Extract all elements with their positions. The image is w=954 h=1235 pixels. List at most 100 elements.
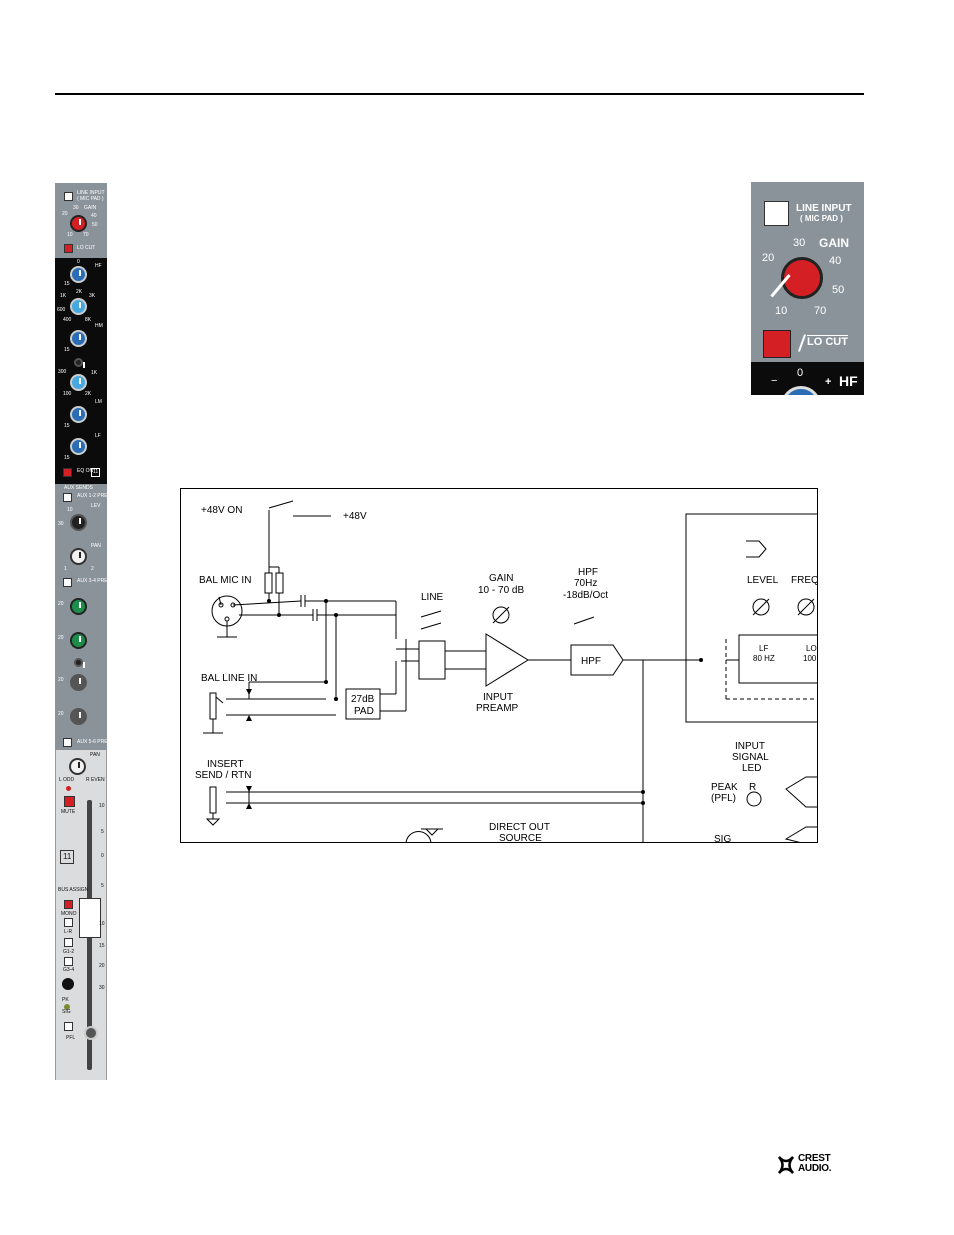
gain-70: 70 xyxy=(83,232,89,238)
hf-label: HF xyxy=(839,373,858,389)
sig-label: SIG xyxy=(714,834,731,843)
aux3-20: 20 xyxy=(58,601,64,607)
phantom-on-label: +48V ON xyxy=(201,505,242,516)
aux-pan-2: 2 xyxy=(91,566,94,572)
gain-50: 50 xyxy=(92,222,98,228)
crest-audio-mark-icon xyxy=(778,1156,794,1174)
line-input-label: LINE INPUT xyxy=(796,203,852,214)
lr-label: L-R xyxy=(64,929,73,935)
lo-cut-button xyxy=(64,244,73,253)
aux12-pre-button xyxy=(63,493,72,502)
gain-label: GAIN xyxy=(489,573,513,584)
pk-label: PK xyxy=(62,997,69,1003)
mono-button xyxy=(64,918,73,927)
aux4-20: 20 xyxy=(58,635,64,641)
eq-lf-freq: 80 HZ xyxy=(753,654,775,663)
hf-zero: 0 xyxy=(797,367,804,379)
fader-channel-number: 11 xyxy=(60,850,75,864)
lo-cut-label: LO CUT xyxy=(807,336,848,348)
aux5-20: 20 xyxy=(58,677,64,683)
fader-scale-0: 0 xyxy=(101,853,104,859)
hf-plus: + xyxy=(825,376,832,388)
gain-label: GAIN xyxy=(84,205,97,211)
aux56-pre-button xyxy=(63,738,72,747)
aux-sends-label: AUX SENDS xyxy=(64,485,93,491)
lo-cut-slash-icon xyxy=(797,334,807,352)
aux3-knob xyxy=(70,598,87,615)
aux6-20: 20 xyxy=(58,711,64,717)
aux-30: 30 xyxy=(58,521,64,527)
eq-lo-freq: 100 xyxy=(803,654,817,663)
aux12-label: AUX 1-2 PRE xyxy=(77,493,108,499)
crest-audio-logo: CREST AUDIO. xyxy=(776,1154,866,1178)
hm-gain-knob xyxy=(70,330,87,347)
gain-30: 30 xyxy=(73,205,79,211)
eq-small-knob xyxy=(74,358,85,368)
logo-wordmark: CREST AUDIO. xyxy=(798,1153,832,1174)
gain-range-label: 10 - 70 dB xyxy=(478,585,524,596)
zoom-panel: LINE INPUT ( MIC PAD ) 30 GAIN 20 40 50 … xyxy=(751,182,864,395)
input-section: LINE INPUT ( MIC PAD ) 30 GAIN 20 40 50 … xyxy=(55,183,107,258)
line-input-button xyxy=(764,201,789,226)
peak-label: PEAK xyxy=(711,782,738,793)
eq-hf-label: HF xyxy=(95,263,102,269)
aux1-knob xyxy=(70,514,87,531)
logo-line-1: CREST xyxy=(798,1153,831,1164)
aux34-pre-button xyxy=(63,578,72,587)
mic-pad-label: ( MIC PAD ) xyxy=(800,214,843,223)
lr-button xyxy=(64,938,73,947)
aux6-knob xyxy=(70,708,87,725)
channel-strip-illustration: LINE INPUT ( MIC PAD ) 30 GAIN 20 40 50 … xyxy=(55,183,108,1080)
pan-l-odd: L ODD xyxy=(59,777,75,783)
mono-label: MONO xyxy=(61,911,77,917)
gain-20: 20 xyxy=(762,252,775,264)
hpf-box-label: HPF xyxy=(581,656,601,667)
hm-freq-knob xyxy=(70,298,87,315)
lm-gain-knob xyxy=(70,406,87,423)
fader-scale-30: 30 xyxy=(99,985,105,991)
eq-hm-3k: 3K xyxy=(89,293,96,299)
aux-pan-knob xyxy=(70,548,87,565)
aux56-label: AUX 5-6 PRE xyxy=(77,739,108,745)
sig-label: SIG xyxy=(62,1009,71,1015)
eq-section: 0 HF 15 1K 2K 3K 600 400 8K HM 15 300 1K… xyxy=(55,258,107,484)
eq-hm-2k: 2K xyxy=(76,289,83,295)
eq-lm-label: LM xyxy=(95,399,102,405)
fader-scale-10: 10 xyxy=(99,803,105,809)
bus-assign-label: BUS ASSIGN xyxy=(58,887,89,893)
eq-hm-label: HM xyxy=(95,323,103,329)
hf-minus: − xyxy=(771,375,778,387)
gain-10: 10 xyxy=(67,232,73,238)
g12-button xyxy=(64,957,73,966)
insert-label-2: SEND / RTN xyxy=(195,770,252,781)
signal-led-label-1: INPUT xyxy=(735,741,765,752)
eq-hm-8k: 8K xyxy=(85,317,92,323)
mute-label: MUTE xyxy=(61,809,76,815)
signal-led-label-2: SIGNAL xyxy=(732,752,769,763)
gain-40: 40 xyxy=(829,255,842,267)
gain-10: 10 xyxy=(775,305,788,317)
gain-knob xyxy=(70,215,87,232)
g12-label: G1-2 xyxy=(63,949,75,955)
hpf-freq-label: 70Hz xyxy=(574,578,597,589)
phantom-out-label: +48V xyxy=(343,511,367,522)
fader-screw xyxy=(84,1026,98,1040)
line-input-label: LINE INPUT xyxy=(77,190,105,196)
lf-knob xyxy=(70,438,87,455)
hf-eq-strip: − 0 + HF xyxy=(751,362,864,395)
preamp-label-2: PREAMP xyxy=(476,703,519,714)
eq-hm-1k: 1K xyxy=(60,293,67,299)
lo-cut-button xyxy=(763,330,791,358)
insert-label-1: INSERT xyxy=(207,759,244,770)
pfl-button xyxy=(64,1022,73,1031)
eq-lm-300: 300 xyxy=(58,369,67,375)
direct-out-label-2: SOURCE xyxy=(499,833,542,843)
line-input-button xyxy=(64,192,73,201)
direct-out-label-1: DIRECT OUT xyxy=(489,822,550,833)
pfl-label: (PFL) xyxy=(711,793,736,804)
header-rule xyxy=(55,93,864,95)
gain-20: 20 xyxy=(62,211,68,217)
aux5-knob xyxy=(70,674,87,691)
eq-channel-number: 11 xyxy=(91,468,101,477)
mic-pad-label: ( MIC PAD ) xyxy=(77,196,104,202)
